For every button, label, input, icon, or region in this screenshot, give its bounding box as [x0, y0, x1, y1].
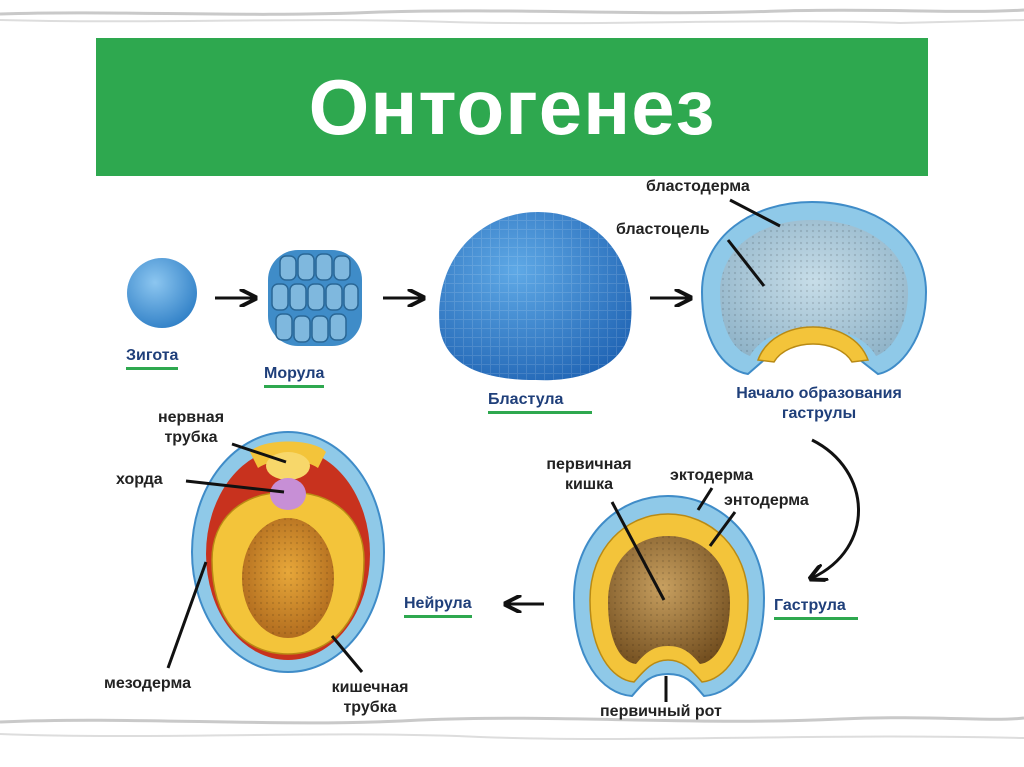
- torn-paper-top-edge: [0, 8, 1024, 25]
- label-neural-tube: нервная трубка: [157, 409, 225, 446]
- label-mesoderm: мезодерма: [104, 675, 191, 692]
- gastrula-illustration: [572, 494, 766, 698]
- zygote-illustration: [127, 258, 197, 328]
- label-blastula: Бластула: [488, 390, 592, 414]
- label-gastrula: Гаструла: [774, 596, 858, 620]
- label-primary-gut: первичная кишка: [546, 456, 632, 493]
- leader-ectoderm: [696, 487, 714, 511]
- label-blastocoel: бластоцель: [616, 221, 710, 238]
- leader-mesoderm: [166, 561, 208, 669]
- leader-chord: [185, 479, 285, 494]
- gastrulation-start-illustration: [700, 200, 928, 376]
- label-chord: хорда: [116, 471, 163, 488]
- torn-paper-bottom-edge: [0, 716, 1024, 740]
- label-ectoderm: эктодерма: [670, 467, 754, 484]
- label-neurula: Нейрула: [404, 594, 472, 618]
- leader-primary-gut: [610, 501, 666, 601]
- morula-illustration: [268, 250, 362, 346]
- label-gut-tube: кишечная трубка: [331, 679, 409, 716]
- label-morula: Морула: [264, 364, 325, 388]
- label-gastrulation-start: Начало образования гаструлы: [736, 385, 902, 422]
- neurula-illustration: [191, 431, 385, 673]
- leader-endoderm: [708, 511, 737, 547]
- leader-neural-tube: [231, 442, 287, 464]
- arrow-gastrulation-to-gastrula: [812, 438, 860, 578]
- page-title: Онтогенез: [308, 62, 716, 151]
- label-zygote: Зигота: [126, 346, 179, 370]
- title-banner: Онтогенез: [96, 38, 928, 176]
- label-endoderm: энтодерма: [724, 492, 809, 509]
- label-blastoderm: бластодерма: [646, 178, 750, 195]
- leader-gut-tube: [330, 635, 364, 673]
- leader-blastoderm: [729, 198, 781, 228]
- label-primary-mouth: первичный рот: [600, 703, 722, 720]
- blastula-illustration: [439, 212, 632, 381]
- leader-blastocoel: [726, 239, 766, 287]
